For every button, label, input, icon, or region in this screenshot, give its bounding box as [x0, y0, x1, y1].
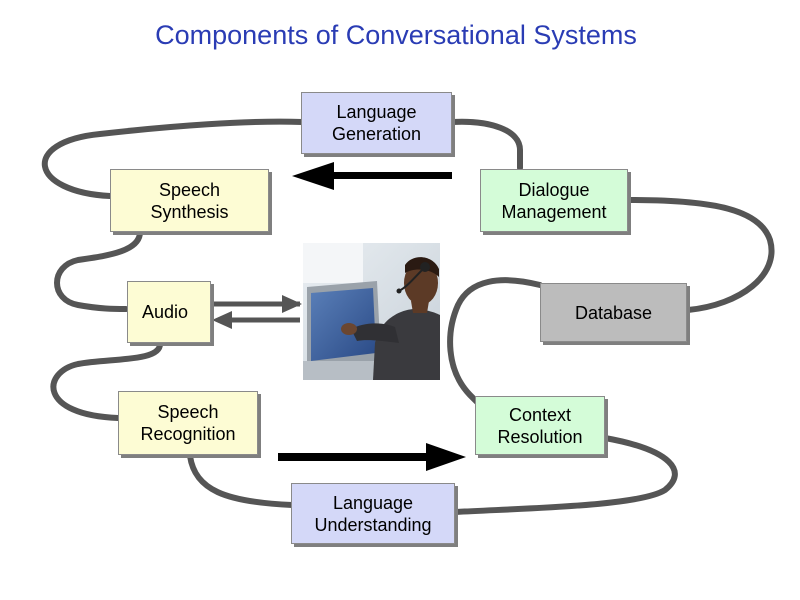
- context-resolution-box: Context Resolution: [475, 396, 605, 455]
- connector-dialogue-database: [627, 197, 775, 313]
- dialogue-management-box: Dialogue Management: [480, 169, 628, 232]
- connector-audio-recognition: [50, 341, 163, 421]
- connector-understanding-context: [453, 435, 678, 515]
- connector-synthesis-audio: [54, 229, 143, 312]
- connector-generation-dialogue: [449, 118, 523, 171]
- person-at-computer-photo: [303, 243, 440, 380]
- connector-database-context: [447, 277, 543, 406]
- arrow-dialogue-to-synthesis: [292, 162, 452, 190]
- language-understanding-box: Language Understanding: [291, 483, 455, 544]
- loop-connectors: [41, 118, 775, 515]
- speech-recognition-box: Speech Recognition: [118, 391, 258, 455]
- page-title: Components of Conversational Systems: [155, 20, 637, 50]
- language-generation-box: Language Generation: [301, 92, 452, 154]
- database-box: Database: [540, 283, 687, 342]
- speech-synthesis-box: Speech Synthesis: [110, 169, 269, 232]
- arrow-audio-left-head: [212, 311, 232, 329]
- arrow-audio-right-head: [282, 295, 302, 313]
- audio-box: Audio: [127, 281, 211, 343]
- connector-synthesis-generation: [41, 118, 305, 199]
- connector-recognition-understanding: [187, 453, 295, 508]
- arrow-recognition-to-context: [278, 443, 466, 471]
